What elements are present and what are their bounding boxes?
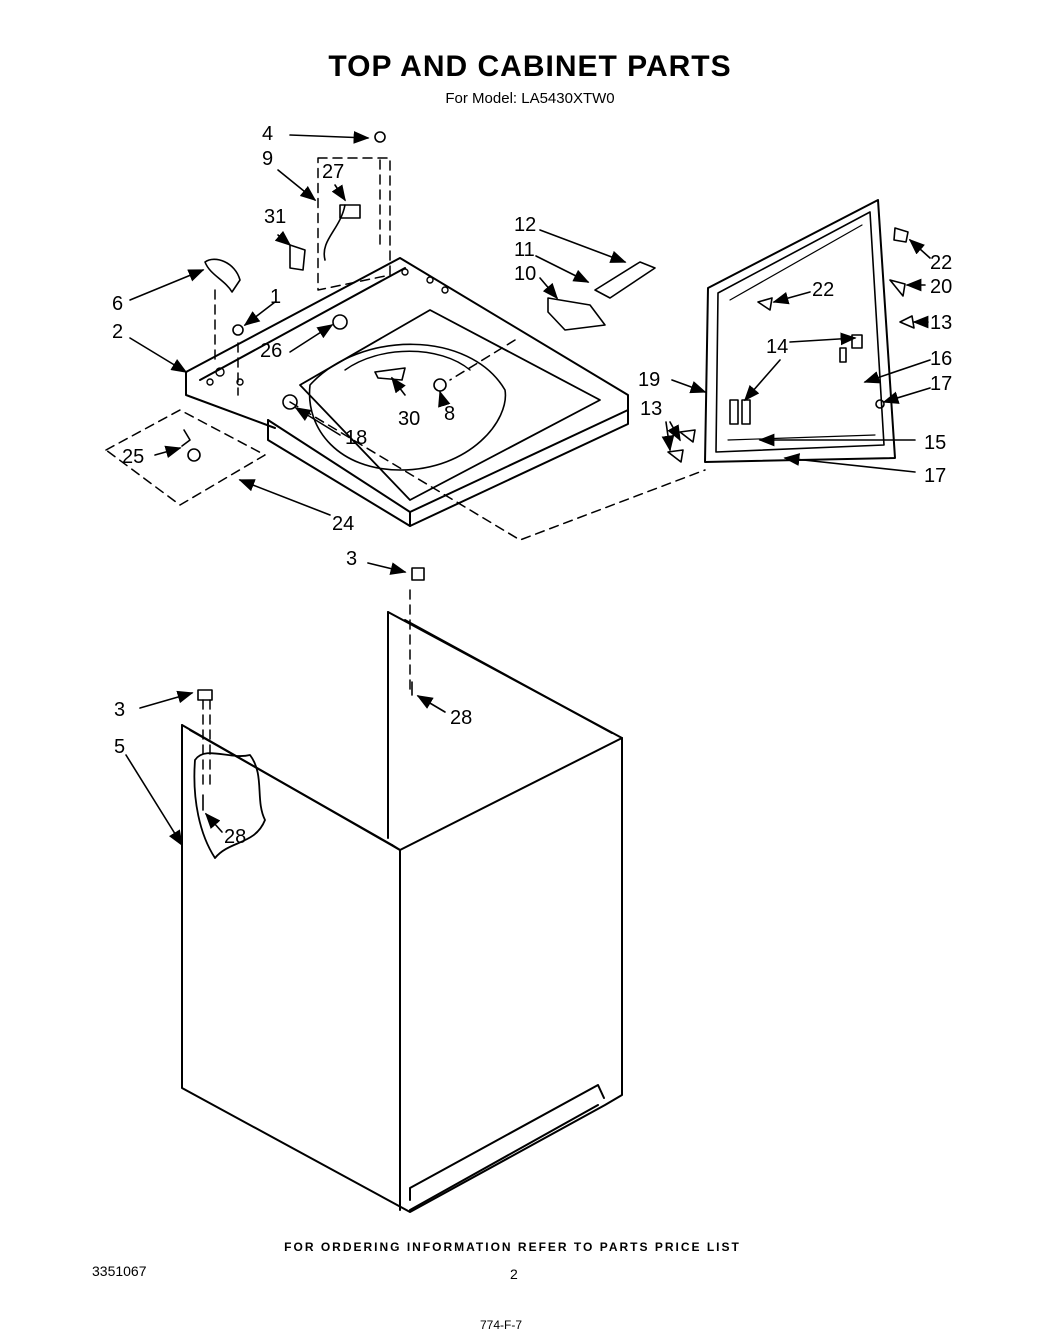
cabinet-drawing xyxy=(181,611,623,1213)
page-code: 774-F-7 xyxy=(480,1318,523,1332)
page-title: TOP AND CABINET PARTS xyxy=(328,50,732,83)
callout-18: 18 xyxy=(345,427,367,449)
model-subtitle: For Model: LA5430XTW0 xyxy=(445,90,615,107)
callout-28-right: 28 xyxy=(450,707,472,729)
callout-31: 31 xyxy=(264,206,286,228)
callout-26: 26 xyxy=(260,340,282,362)
callout-labels: 4 9 27 31 6 1 2 26 12 11 10 30 8 18 25 2… xyxy=(112,123,952,848)
callout-17-bottom: 17 xyxy=(924,465,946,487)
callout-24: 24 xyxy=(332,513,354,535)
callout-22-mid: 22 xyxy=(812,279,834,301)
callout-28-left: 28 xyxy=(224,826,246,848)
callout-arrows xyxy=(125,131,931,847)
callout-10: 10 xyxy=(514,263,536,285)
callout-4: 4 xyxy=(262,123,273,145)
callout-12: 12 xyxy=(514,214,536,236)
callout-5: 5 xyxy=(114,736,125,758)
page-number: 2 xyxy=(510,1266,518,1282)
callout-25: 25 xyxy=(122,446,144,468)
callout-13-right: 13 xyxy=(930,312,952,334)
callout-11: 11 xyxy=(514,239,535,261)
top-panel-drawing xyxy=(185,257,629,527)
callout-14: 14 xyxy=(766,336,788,358)
callout-6: 6 xyxy=(112,293,123,315)
callout-27: 27 xyxy=(322,161,344,183)
ordering-info-note: FOR ORDERING INFORMATION REFER TO PARTS … xyxy=(284,1240,741,1254)
callout-2: 2 xyxy=(112,321,123,343)
callout-8: 8 xyxy=(444,403,455,425)
document-number: 3351067 xyxy=(92,1263,147,1279)
dashed-guides xyxy=(105,157,706,791)
small-parts xyxy=(181,131,915,811)
callout-19: 19 xyxy=(638,369,660,391)
callout-13-left: 13 xyxy=(640,398,662,420)
callout-22-top: 22 xyxy=(930,252,952,274)
callout-3-left: 3 xyxy=(114,699,125,721)
callout-15: 15 xyxy=(924,432,946,454)
callout-1: 1 xyxy=(270,286,281,308)
callout-9: 9 xyxy=(262,148,273,170)
callout-3-top: 3 xyxy=(346,548,357,570)
callout-30: 30 xyxy=(398,408,420,430)
lid-drawing xyxy=(704,199,896,463)
callout-16: 16 xyxy=(930,348,952,370)
callout-20: 20 xyxy=(930,276,952,298)
callout-17-top: 17 xyxy=(930,373,952,395)
